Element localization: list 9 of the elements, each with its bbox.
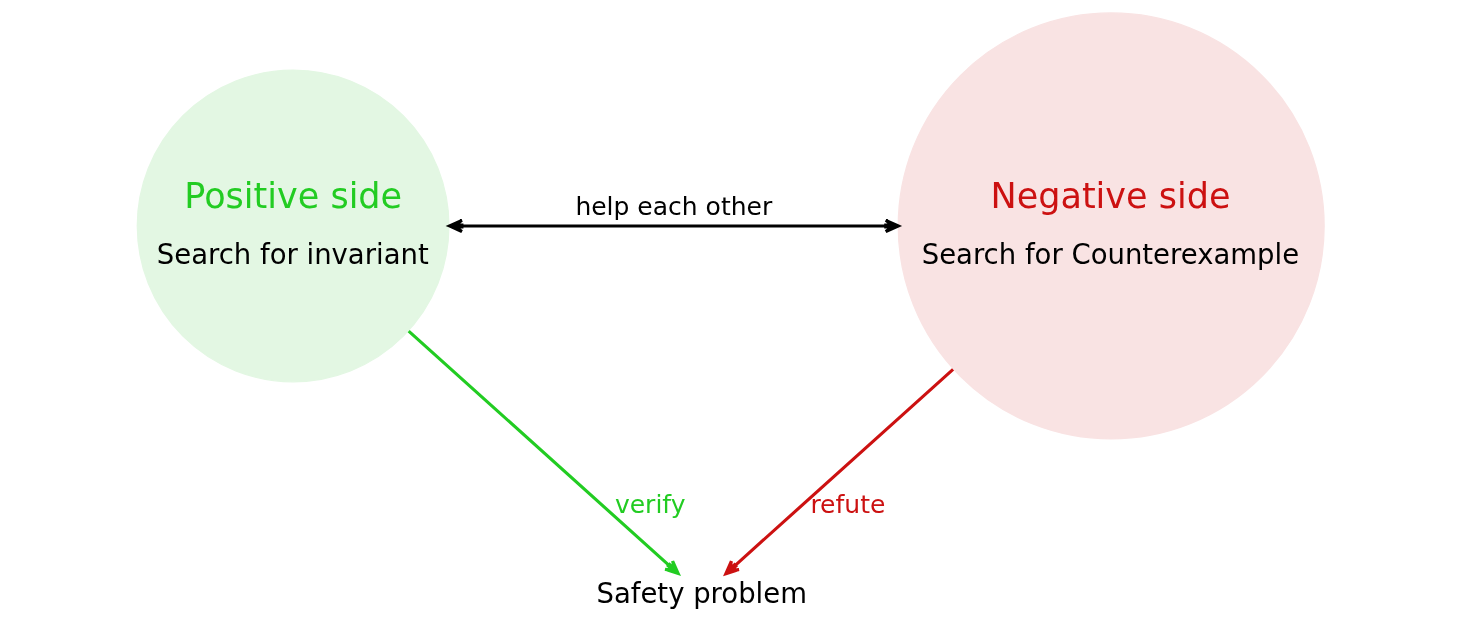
edge-label: verify: [614, 489, 686, 519]
node-circle: Negative side Search for Counterexample: [897, 12, 1325, 440]
arrow: [447, 218, 900, 234]
node-text: Safety problem: [596, 577, 807, 610]
node-circle: Positive side Search for invariant: [136, 69, 450, 383]
edge-label: refute: [810, 489, 886, 519]
arrow: [724, 368, 955, 576]
arrow: [407, 329, 680, 576]
edge-label: help each other: [575, 191, 773, 221]
